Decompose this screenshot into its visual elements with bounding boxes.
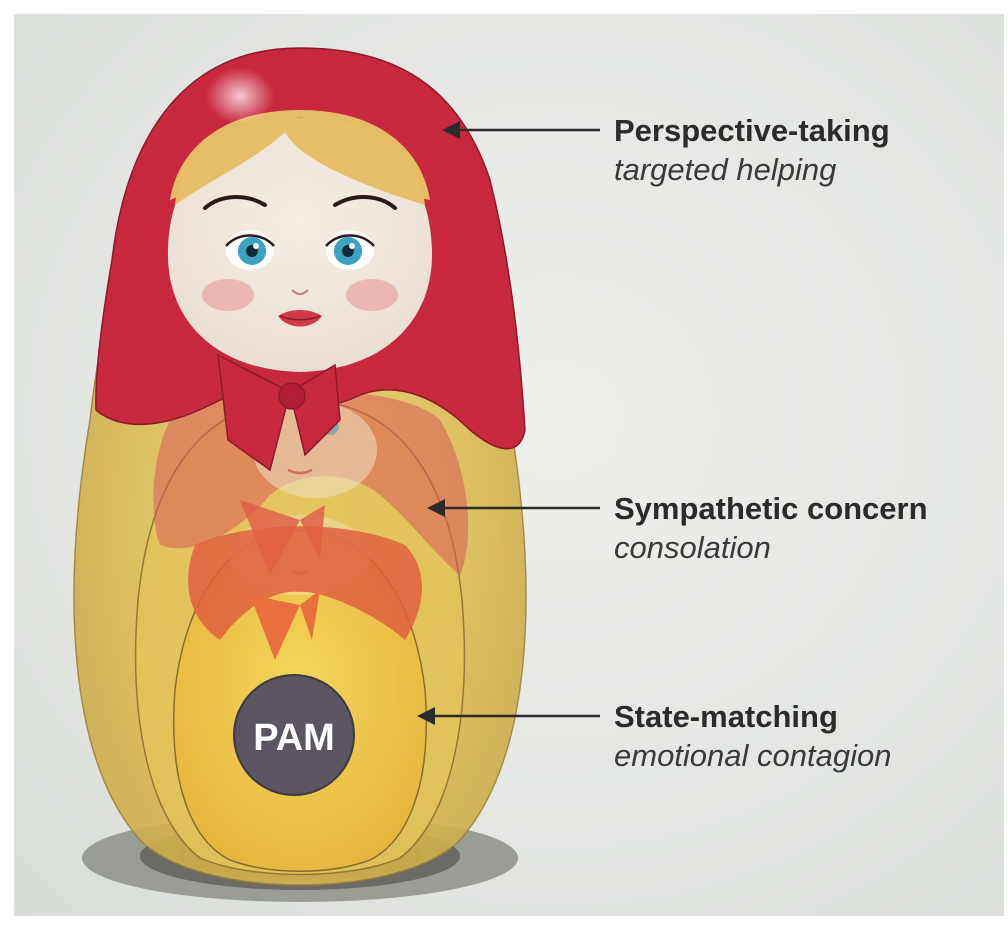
inner-scarf-knot — [250, 590, 320, 660]
outer-scarf-knot — [217, 353, 341, 472]
arrow-sympathetic-concern — [427, 499, 600, 517]
layer-title: Sympathetic concern — [614, 491, 928, 526]
arrow-state-matching — [417, 707, 600, 725]
left-eyebrow-icon — [203, 195, 267, 210]
pam-label: PAM — [253, 717, 335, 759]
middle-doll-face — [253, 402, 377, 498]
layer-subtitle: consolation — [614, 530, 771, 565]
layer-title: State-matching — [614, 699, 838, 734]
layer-title: Perspective-taking — [614, 113, 890, 148]
layer-label-perspective-taking: Perspective-taking targeted helping — [614, 112, 890, 190]
right-cheek — [346, 279, 398, 311]
pam-core-disc — [234, 675, 354, 795]
layer-label-sympathetic-concern: Sympathetic concern consolation — [614, 490, 928, 568]
left-eye-icon — [225, 230, 275, 270]
layer-label-state-matching: State-matching emotional contagion — [614, 698, 891, 776]
scarf-shine — [206, 68, 274, 124]
mouth-icon — [278, 310, 322, 327]
right-eyebrow-icon — [333, 195, 397, 210]
right-eye-icon — [325, 230, 375, 270]
inner-doll-scarf — [188, 526, 422, 640]
left-cheek — [202, 279, 254, 311]
layer-subtitle: targeted helping — [614, 152, 837, 187]
nose-icon — [291, 289, 309, 295]
layer-subtitle: emotional contagion — [614, 738, 892, 773]
arrow-perspective-taking — [442, 121, 600, 139]
